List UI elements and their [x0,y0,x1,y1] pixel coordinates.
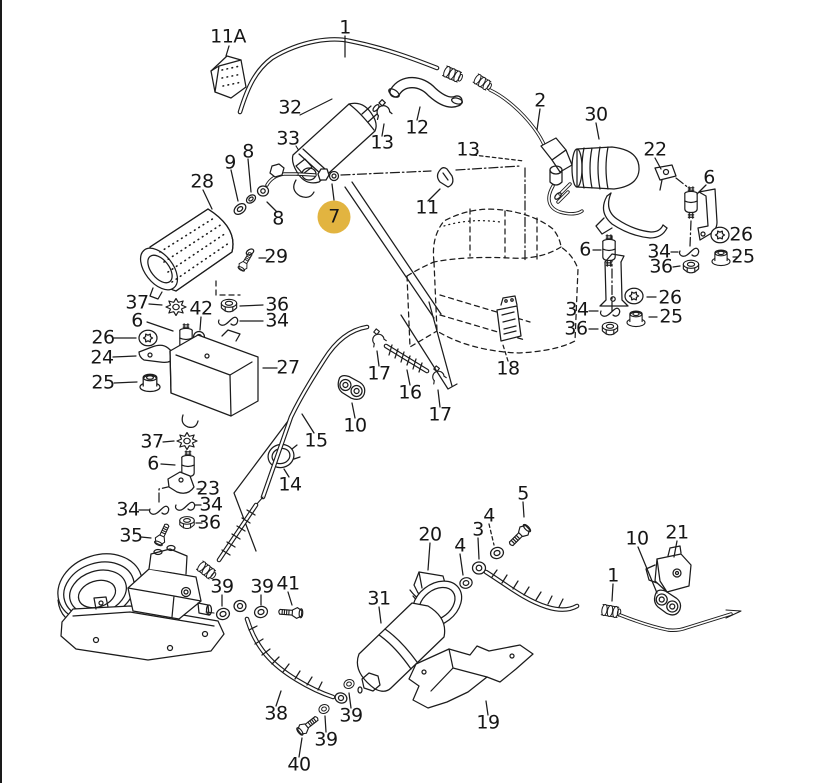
bracket-22 [595,164,677,239]
part-label-25[interactable]: 25 [731,245,755,268]
return-pipe-1 [600,545,742,632]
part-label-13-2[interactable]: 13 [456,138,480,161]
part-label-17-2[interactable]: 17 [428,403,452,426]
part-label-6-4[interactable]: 6 [147,452,159,475]
part-label-42[interactable]: 42 [189,297,213,320]
part-label-34[interactable]: 34 [647,240,671,263]
part-label-8-2[interactable]: 8 [272,207,284,230]
part-label-10-2[interactable]: 10 [625,527,649,550]
part-label-36-4[interactable]: 36 [197,511,221,534]
part-label-26-2[interactable]: 26 [658,286,682,309]
elbow-fitting-8-9 [233,163,299,215]
mount-hardware-right [678,186,731,274]
part-label-10[interactable]: 10 [343,414,367,437]
heat-shield-19 [408,644,534,709]
part-label-29[interactable]: 29 [264,245,288,268]
part-label-18[interactable]: 18 [496,357,520,380]
part-label-37[interactable]: 37 [125,291,149,314]
fuel-accumulator [554,146,640,204]
part-label-26[interactable]: 26 [729,223,753,246]
part-label-7[interactable]: 7 [317,200,351,234]
part-label-28[interactable]: 28 [190,170,214,193]
fuel-filter-31 [356,571,463,694]
part-label-34-5[interactable]: 34 [116,498,140,521]
part-label-13[interactable]: 13 [370,131,394,154]
part-label-25-3[interactable]: 25 [91,371,115,394]
mount-hardware-lowerleft [148,431,198,548]
part-label-31[interactable]: 31 [367,587,391,610]
part-label-21[interactable]: 21 [665,521,689,544]
hose-16-clamps [366,326,447,385]
hose-38-assembly [233,599,356,738]
part-label-4-2[interactable]: 4 [454,534,466,557]
part-label-37-2[interactable]: 37 [140,430,164,453]
part-label-14[interactable]: 14 [278,473,302,496]
housing-27 [169,329,259,428]
part-label-6-3[interactable]: 6 [131,309,143,332]
part-label-17[interactable]: 17 [367,362,391,385]
part-label-40[interactable]: 40 [287,753,311,776]
hose-12 [388,76,463,108]
part-label-12[interactable]: 12 [405,116,429,139]
part-label-35[interactable]: 35 [119,524,143,547]
part-label-39[interactable]: 39 [210,575,234,598]
part-label-1[interactable]: 1 [339,16,351,39]
part-label-6[interactable]: 6 [703,166,715,189]
cover-28 [139,208,234,300]
part-label-33[interactable]: 33 [276,127,300,150]
mount-hardware-center [599,234,646,336]
bolt-29 [236,248,256,273]
hose-3-assembly [458,522,580,612]
part-label-25-2[interactable]: 25 [659,305,683,328]
part-label-30[interactable]: 30 [584,103,608,126]
part-label-15[interactable]: 15 [304,429,328,452]
part-label-34-2[interactable]: 34 [565,298,589,321]
part-label-39-4[interactable]: 39 [314,728,338,751]
part-label-34-3[interactable]: 34 [265,309,289,332]
leader-lines [112,35,739,758]
part-label-23[interactable]: 23 [196,477,220,500]
part-label-9[interactable]: 9 [224,151,236,174]
part-label-11[interactable]: 11 [415,196,439,219]
part-label-32[interactable]: 32 [278,96,302,119]
scan-edge-line [0,0,2,783]
part-label-16[interactable]: 16 [398,381,422,404]
throttle-body [57,544,225,661]
part-label-39-2[interactable]: 39 [250,575,274,598]
fuel-pipe-15 [195,324,370,582]
part-label-2[interactable]: 2 [534,89,546,112]
part-label-24[interactable]: 24 [90,346,114,369]
part-label-11a[interactable]: 11A [210,25,246,48]
clip-11 [436,167,454,188]
fuel-pump-assembly [291,97,393,198]
part-label-26-3[interactable]: 26 [91,326,115,349]
part-label-22[interactable]: 22 [643,138,667,161]
connector-18 [496,295,522,342]
insulator-pad [210,55,247,99]
part-label-36-2[interactable]: 36 [564,317,588,340]
fuel-pipe-top [237,37,465,115]
part-label-38[interactable]: 38 [264,702,288,725]
part-label-19[interactable]: 19 [476,711,500,734]
part-label-36[interactable]: 36 [649,255,673,278]
part-label-34-4[interactable]: 34 [199,493,223,516]
part-label-6-2[interactable]: 6 [579,238,591,261]
part-label-20[interactable]: 20 [418,523,442,546]
part-label-4[interactable]: 4 [483,504,495,527]
part-label-3[interactable]: 3 [472,518,484,541]
part-label-41[interactable]: 41 [276,572,300,595]
part-label-5[interactable]: 5 [517,482,529,505]
part-label-27[interactable]: 27 [276,356,300,379]
part-label-1-2[interactable]: 1 [607,564,619,587]
part-label-39-3[interactable]: 39 [339,704,363,727]
part-label-8[interactable]: 8 [242,140,254,163]
part-label-36-3[interactable]: 36 [265,293,289,316]
